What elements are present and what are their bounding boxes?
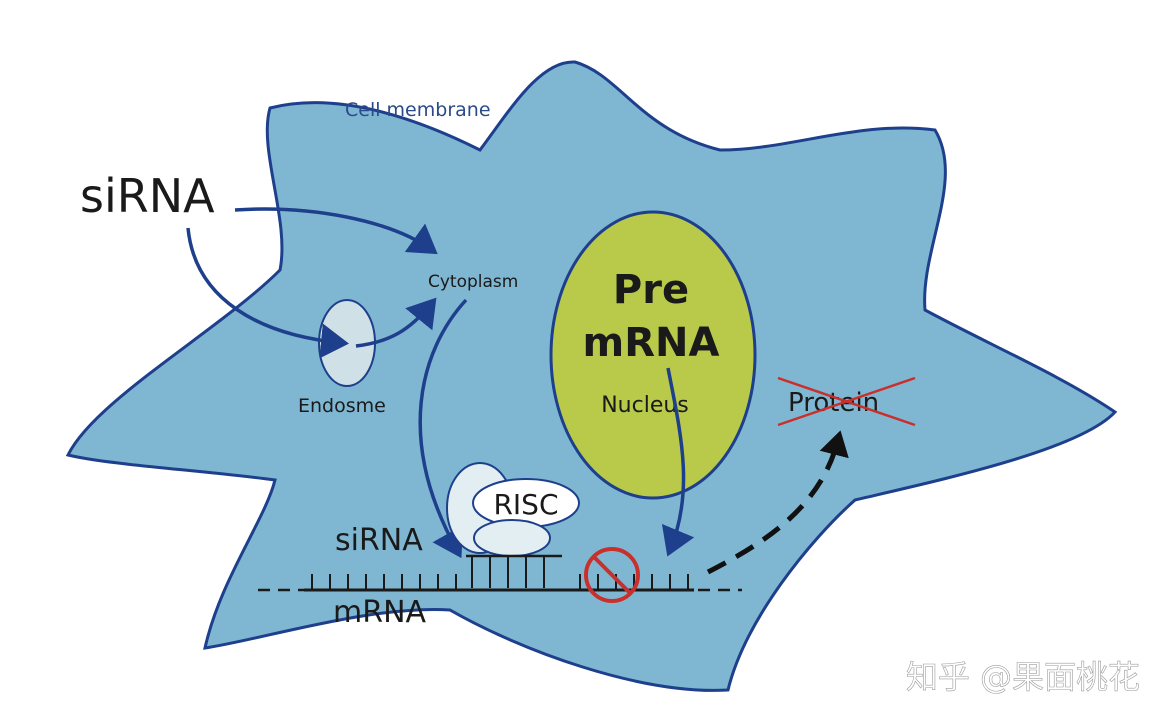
sirna-strand-ticks — [471, 556, 545, 588]
sirna-strand-label: siRNA — [335, 523, 423, 558]
protein-label: Protein — [788, 388, 879, 418]
cytoplasm-label: Cytoplasm — [428, 272, 518, 292]
cell-membrane-label: Cell membrane — [345, 99, 491, 121]
watermark: 知乎 @果面桃花 — [906, 658, 1140, 696]
risc-base — [473, 519, 551, 557]
mrna-strand-label: mRNA — [333, 595, 427, 630]
pre-label: Pre — [613, 267, 689, 313]
protein-cross-2 — [777, 376, 916, 427]
nucleus-mrna-label: mRNA — [583, 320, 720, 366]
sirna-outside-label: siRNA — [80, 169, 215, 223]
arrow-endosome-to-cytoplasm — [355, 297, 437, 348]
arrow-nucleus-to-mrna — [661, 367, 695, 557]
arrow-cytoplasm-to-mrna — [418, 298, 468, 559]
block-icon — [584, 547, 640, 603]
endosome-label: Endosme — [298, 395, 386, 417]
risc-label: RISC — [493, 488, 558, 521]
nucleus — [549, 210, 757, 500]
arrow-sirna-to-endosome — [186, 227, 349, 359]
arrow-sirna-to-cytoplasm — [234, 207, 438, 255]
arrow-mrna-to-protein — [706, 430, 849, 575]
